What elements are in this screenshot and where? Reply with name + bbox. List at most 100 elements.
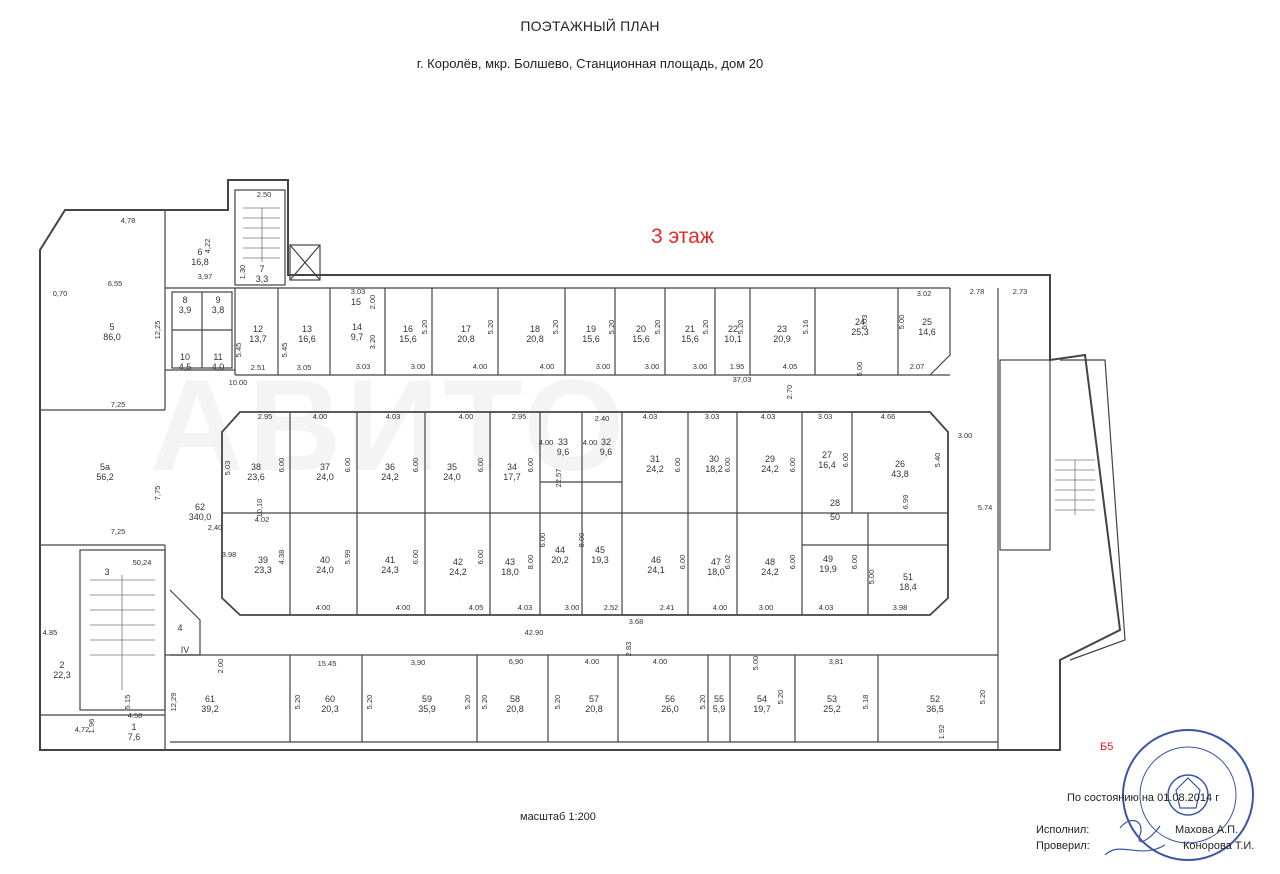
room-number: 4: [177, 623, 182, 633]
dimension-label: 3.98: [222, 550, 237, 559]
dimension-label: 5.00: [751, 656, 760, 671]
dimension-label: 5.20: [653, 320, 662, 335]
dimension-label: 4.03: [643, 412, 658, 421]
room-number: 17: [461, 324, 471, 334]
dimension-label: 6.99: [901, 495, 910, 510]
dimension-label: 6.02: [723, 555, 732, 570]
room-area: 24,0: [443, 472, 461, 482]
dimension-label: 3.00: [693, 362, 708, 371]
dimension-label: 5.20: [486, 320, 495, 335]
room-area: 15,6: [632, 334, 650, 344]
room-area: 23,3: [254, 565, 272, 575]
room-area: 9,7: [351, 332, 364, 342]
room-number: 15: [351, 297, 361, 307]
room-area: 5,9: [713, 704, 726, 714]
dimension-label: 22,57: [554, 469, 563, 488]
room-area: 23,6: [247, 472, 265, 482]
room-area: 18,0: [501, 567, 519, 577]
room-5: 586,0: [103, 322, 121, 342]
room-number: 51: [903, 572, 913, 582]
dimension-label: 6.00: [277, 458, 286, 473]
room-number: 60: [325, 694, 335, 704]
room-area: 20,8: [506, 704, 524, 714]
dimension-label: 3,81: [829, 657, 844, 666]
dimension-label: 1.96: [87, 719, 96, 734]
dimension-label: 6.00: [723, 458, 732, 473]
room-number: 38: [251, 462, 261, 472]
room-number: 1: [131, 722, 136, 732]
dimension-label: 6.00: [850, 555, 859, 570]
room-number: 36: [385, 462, 395, 472]
room-number: 61: [205, 694, 215, 704]
plan-title: ПОЭТАЖНЫЙ ПЛАН: [520, 18, 660, 34]
dimension-label: 4,78: [121, 216, 136, 225]
dimension-label: 5.20: [607, 320, 616, 335]
room-number: 16: [403, 324, 413, 334]
room-number: 20: [636, 324, 646, 334]
room-area: 16,4: [818, 460, 836, 470]
room-area: 3,3: [256, 274, 269, 284]
dimension-label: 8.00: [577, 533, 586, 548]
room-7: 73,3: [256, 264, 269, 284]
dimension-label: 3.03: [705, 412, 720, 421]
room-area: 340,0: [189, 512, 212, 522]
dimension-label: 4.00: [713, 603, 728, 612]
dimension-label: 5.00: [855, 362, 864, 377]
room-area: 86,0: [103, 332, 121, 342]
dimension-label: 6.00: [538, 533, 547, 548]
dimension-label: 3.00: [759, 603, 774, 612]
dimension-label: 4.05: [469, 603, 484, 612]
dimension-label: 4.66: [881, 412, 896, 421]
dimension-label: 4.03: [386, 412, 401, 421]
official-seal: [1122, 729, 1254, 861]
dimension-label: 2.51: [251, 363, 266, 372]
floor-label: 3 этаж: [651, 225, 714, 248]
dimension-label: 5.40: [933, 453, 942, 468]
dimension-label: IV: [181, 645, 190, 655]
dimension-label: 6,90: [509, 657, 524, 666]
room-area: 24,0: [316, 565, 334, 575]
room-number: 21: [685, 324, 695, 334]
room-number: 47: [711, 557, 721, 567]
dimension-label: 5.20: [553, 695, 562, 710]
room-number: 37: [320, 462, 330, 472]
room-area: 3,9: [179, 305, 192, 315]
dimension-label: 5.20: [736, 320, 745, 335]
room-area: 20,2: [551, 555, 569, 565]
dimension-label: 4.03: [761, 412, 776, 421]
room-number: 9: [215, 295, 220, 305]
checker-name: Конорова Т.И.: [1183, 840, 1255, 852]
dimension-label: 5.20: [776, 690, 785, 705]
dimension-label: 2,40: [208, 523, 223, 532]
dimension-label: 2.95: [258, 412, 273, 421]
room-number: 19: [586, 324, 596, 334]
dimension-label: 7,25: [111, 527, 126, 536]
dimension-label: 5.20: [480, 695, 489, 710]
dimension-label: 4.00: [539, 438, 554, 447]
dimension-label: 5.03: [223, 461, 232, 476]
room-area: 25,2: [823, 704, 841, 714]
dimension-label: 5.20: [420, 320, 429, 335]
room-area: 4,0: [212, 362, 225, 372]
room-10: 104,5: [179, 352, 192, 372]
dimension-label: 2.41: [660, 603, 675, 612]
checker-label: Проверил:: [1036, 840, 1090, 852]
room-number: 26: [895, 459, 905, 469]
